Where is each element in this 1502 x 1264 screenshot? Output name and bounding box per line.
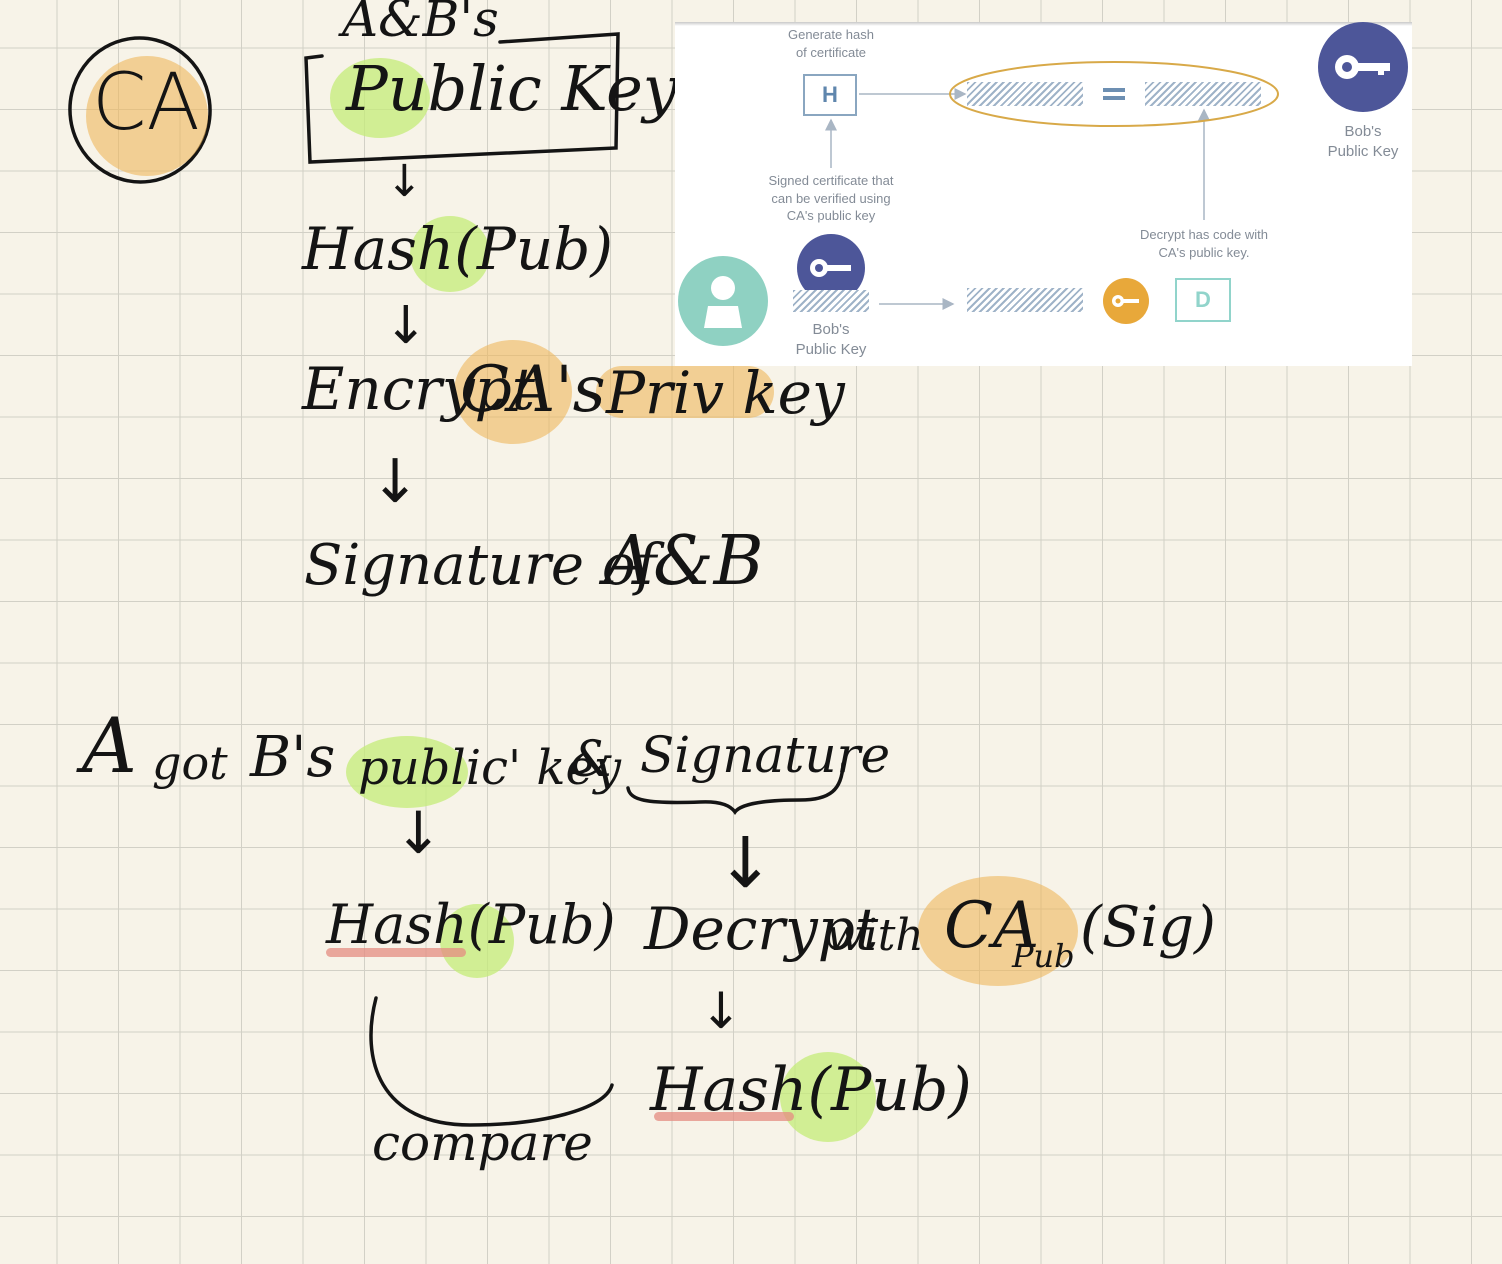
- signature-label: Signature: [640, 726, 891, 784]
- public-highlight-2: [346, 736, 468, 808]
- encrypted-value: [967, 288, 1083, 312]
- arrow-down-icon: ↓: [370, 447, 421, 517]
- hash-pub-label-2: Hash(Pub): [326, 893, 616, 956]
- with-label: with: [826, 910, 924, 961]
- signature-brace: [626, 762, 845, 816]
- ab-label: A&B: [604, 522, 764, 601]
- ca-label: CA: [92, 58, 200, 148]
- bobs-public-key-caption-top: Bob's Public Key: [1327, 123, 1399, 161]
- public-key-label: Public Key: [346, 52, 678, 125]
- generate-hash-caption: Generate hash of certificate: [787, 27, 874, 60]
- hash-value-left: [967, 82, 1083, 106]
- equals-sign: [1103, 88, 1125, 100]
- arrow-down-icon: ↓: [716, 822, 775, 904]
- encrypt-label: Encrypt: [302, 355, 536, 423]
- got-label: got: [152, 736, 228, 790]
- arrow-down-icon: ↓: [700, 982, 742, 1040]
- pub-highlight-2: [440, 904, 514, 978]
- sig-label: (Sig): [1080, 895, 1216, 960]
- cas-highlight: [454, 340, 572, 444]
- priv-key-label: Priv key: [606, 359, 845, 427]
- ca-pub-subscript: Pub: [1012, 937, 1075, 975]
- ab-public-key-heading: A&B's: [342, 0, 499, 48]
- decrypt-label: Decrypt: [644, 895, 879, 963]
- arrow-down-icon: ↓: [384, 296, 428, 356]
- arrow-down-icon: ↓: [394, 799, 443, 867]
- signature-value: [793, 290, 869, 312]
- ampersand-label: &: [570, 730, 615, 788]
- user-icon: [678, 256, 768, 346]
- ca-circle: [68, 36, 212, 184]
- capub-highlight: [918, 876, 1078, 986]
- pub-highlight-1: [410, 216, 490, 292]
- hash-underline-2: [654, 1112, 794, 1121]
- compare-label: compare: [372, 1114, 593, 1172]
- pub-highlight-3: [780, 1052, 876, 1142]
- bs-label: B's: [250, 725, 336, 790]
- decrypt-caption: Decrypt has code with CA's public key.: [1140, 227, 1268, 260]
- public-key-label-2: public' key: [358, 740, 622, 796]
- hash-box: H: [803, 74, 857, 116]
- signed-certificate-caption: Signed certificate that can be verified …: [768, 173, 894, 224]
- ca-highlight: [86, 56, 208, 176]
- decrypt-box: D: [1175, 278, 1231, 322]
- key-icon: [1318, 22, 1408, 112]
- figure-connectors: [825, 61, 1279, 310]
- bobs-public-key-caption-bottom: Bob's Public Key: [795, 321, 867, 359]
- signature-of-label: Signature of: [304, 533, 657, 598]
- arrow-down-icon: ↓: [386, 156, 423, 207]
- public-highlight: [330, 58, 430, 138]
- certificate-verification-figure: Generate hash of certificate H Signed ce…: [675, 22, 1412, 366]
- hash-underline-1: [326, 948, 466, 957]
- hash-pub-label-3: Hash(Pub): [650, 1055, 972, 1125]
- compare-curve: [369, 996, 614, 1127]
- hash-pub-label-1: Hash(Pub): [302, 215, 614, 283]
- a-label: A: [82, 701, 137, 790]
- public-key-box: [304, 32, 620, 164]
- ca-pub-label: CA: [944, 889, 1040, 963]
- hash-value-right: [1145, 82, 1261, 106]
- privkey-highlight: [596, 366, 774, 418]
- cas-label: CA's: [460, 353, 606, 427]
- key-icon: [1103, 278, 1149, 324]
